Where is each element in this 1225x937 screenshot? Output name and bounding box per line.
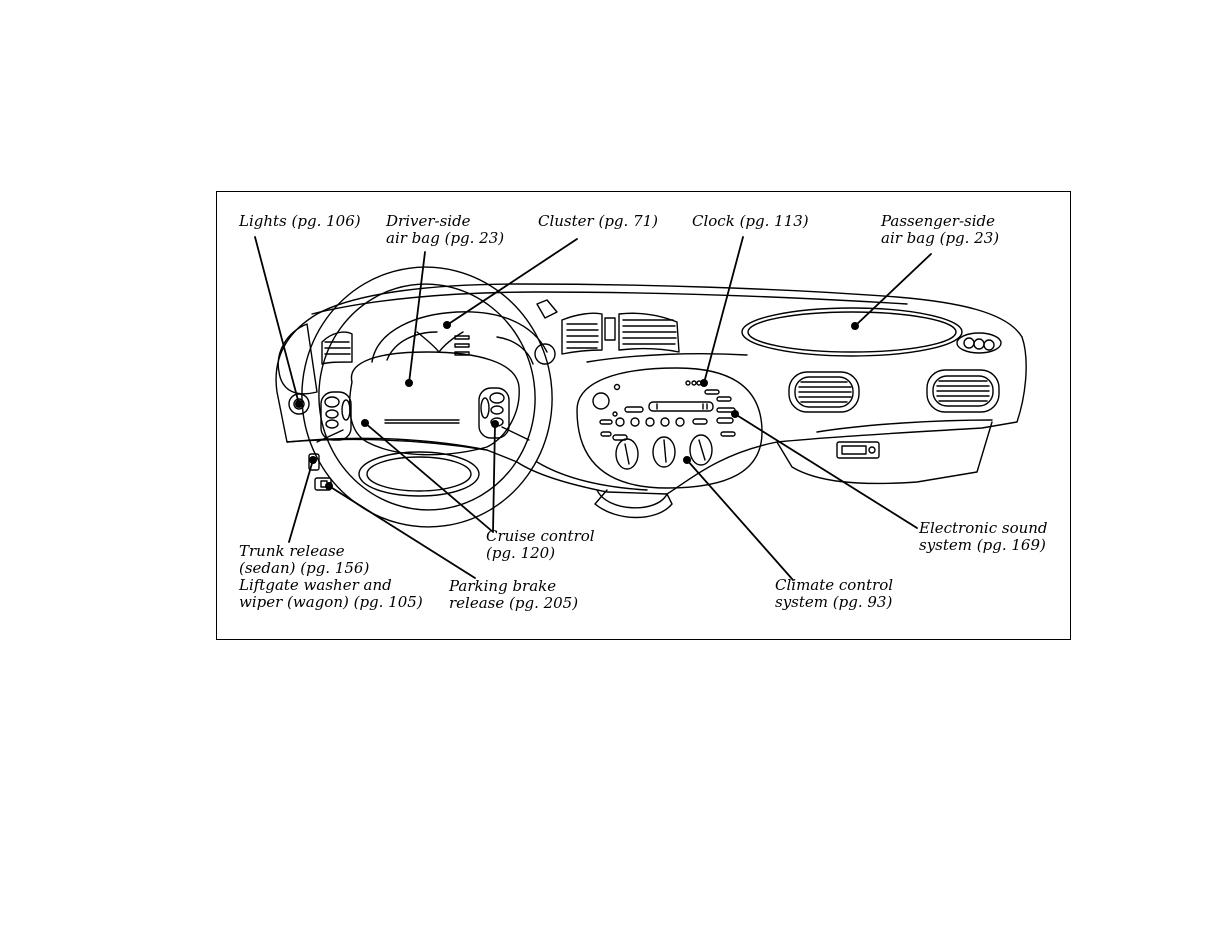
label-driver-airbag: Driver-side air bag (pg. 23) xyxy=(386,212,505,247)
center-console-panel xyxy=(576,367,763,489)
label-trunk-release: Trunk release (sedan) (pg. 156) Liftgate… xyxy=(239,542,423,611)
cruise-control-pads xyxy=(320,387,510,441)
label-lights: Lights (pg. 106) xyxy=(239,212,361,230)
sound-system-leader xyxy=(734,413,918,529)
label-climate-control: Climate control system (pg. 93) xyxy=(775,576,894,611)
climate-control-leader xyxy=(686,459,794,581)
passenger-airbag-leader xyxy=(854,253,932,327)
label-cruise-control: Cruise control (pg. 120) xyxy=(486,527,595,562)
clock-leader xyxy=(703,236,744,384)
steering-wheel xyxy=(301,266,553,528)
label-cluster: Cluster (pg. 71) xyxy=(538,212,659,230)
label-passenger-airbag: Passenger-side air bag (pg. 23) xyxy=(881,212,1000,247)
lights-leader xyxy=(254,236,300,405)
label-clock: Clock (pg. 113) xyxy=(692,212,809,230)
dashboard-body xyxy=(275,283,1027,519)
cruise-control-leader xyxy=(364,422,496,533)
driver-airbag-leader xyxy=(408,251,426,384)
label-parking-brake: Parking brake release (pg. 205) xyxy=(449,577,579,612)
center-vents xyxy=(536,299,680,355)
leader-lines xyxy=(254,236,932,581)
dashboard-illustration xyxy=(254,236,1027,581)
right-vents xyxy=(788,369,1000,413)
corner-vent xyxy=(956,332,1002,354)
passenger-airbag-panel xyxy=(741,307,963,357)
parking-brake-leader xyxy=(328,485,476,579)
glovebox-latch xyxy=(836,441,880,459)
trunk-release-leader xyxy=(288,459,314,543)
leader-dots xyxy=(295,321,859,490)
diagram-frame: Lights (pg. 106) Driver-side air bag (pg… xyxy=(216,191,1071,640)
cluster-leader xyxy=(446,238,578,326)
label-sound-system: Electronic sound system (pg. 169) xyxy=(919,519,1048,554)
